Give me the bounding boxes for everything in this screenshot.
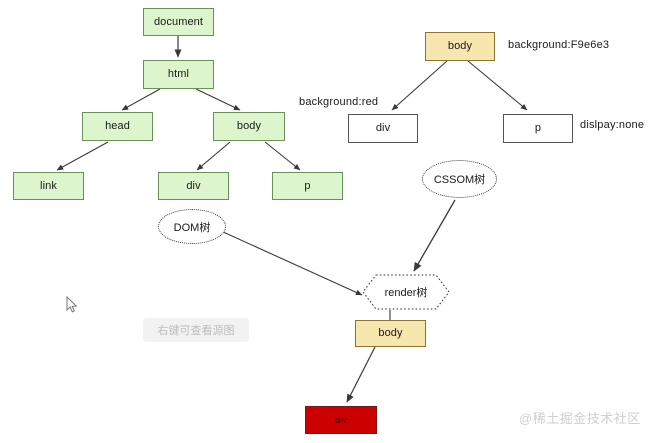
edge-body-div	[196, 141, 231, 171]
cssom-tree-group-label-text: CSSOM树	[433, 174, 486, 186]
edge-body-p	[264, 141, 301, 171]
cssom-node-p[interactable]: p	[503, 114, 573, 143]
dom-node-link-label: link	[40, 179, 57, 192]
cssom-node-div[interactable]: div	[348, 114, 418, 143]
cssom-node-body-label: body	[447, 40, 473, 52]
annotation-body-background: background:F9e6e3	[508, 39, 610, 51]
annotation-p-display: dislpay:none	[580, 119, 645, 131]
cssom-node-div-label: div	[375, 122, 391, 134]
dom-node-div-label: div	[186, 179, 201, 192]
dom-node-body[interactable]: body	[213, 112, 285, 141]
cssom-node-body[interactable]: body	[425, 32, 495, 61]
render-node-div[interactable]: div	[305, 406, 377, 434]
mouse-pointer-icon	[66, 295, 78, 314]
dom-node-body-label: body	[236, 120, 262, 132]
render-node-body[interactable]: body	[355, 320, 426, 347]
edge-head-link	[56, 141, 109, 171]
dom-node-div[interactable]: div	[158, 172, 229, 200]
dom-node-p-label: p	[304, 179, 311, 192]
render-tree-group-label-text: render树	[384, 287, 428, 299]
watermark: @稀土掘金技术社区	[519, 411, 641, 426]
dom-node-html[interactable]: html	[143, 60, 214, 89]
view-source-image-tooltip-text: 右键可查看源图	[157, 325, 235, 337]
edge-cssbody-cssp	[467, 60, 528, 111]
edge-cssbody-cssdiv	[391, 60, 448, 111]
annotation-div-background: background:red	[299, 96, 379, 108]
edge-html-body	[195, 88, 241, 111]
render-node-body-label: body	[378, 327, 403, 339]
cssom-node-p-label: p	[534, 122, 542, 134]
dom-node-html-label: html	[167, 68, 190, 80]
dom-node-link[interactable]: link	[13, 172, 84, 200]
edge-renderbody-renderdiv	[346, 346, 376, 403]
render-node-div-label: div	[335, 414, 347, 425]
edge-cssom-render	[413, 199, 456, 272]
view-source-image-tooltip[interactable]: 右键可查看源图	[143, 318, 249, 342]
edge-html-head	[121, 88, 161, 111]
dom-node-document-label: document	[153, 15, 204, 28]
dom-node-head-label: head	[105, 120, 130, 132]
dom-tree-group-label[interactable]: DOM树	[158, 209, 226, 244]
dom-node-p[interactable]: p	[272, 172, 343, 200]
dom-tree-group-label-text: DOM树	[173, 221, 211, 234]
dom-node-head[interactable]: head	[82, 112, 153, 141]
render-tree-hexagon-shape	[362, 274, 450, 310]
edge-dom-render	[220, 230, 363, 296]
dom-node-document[interactable]: document	[143, 8, 214, 36]
cssom-tree-group-label[interactable]: CSSOM树	[422, 160, 497, 198]
render-tree-group-label[interactable]: render树	[362, 274, 450, 310]
